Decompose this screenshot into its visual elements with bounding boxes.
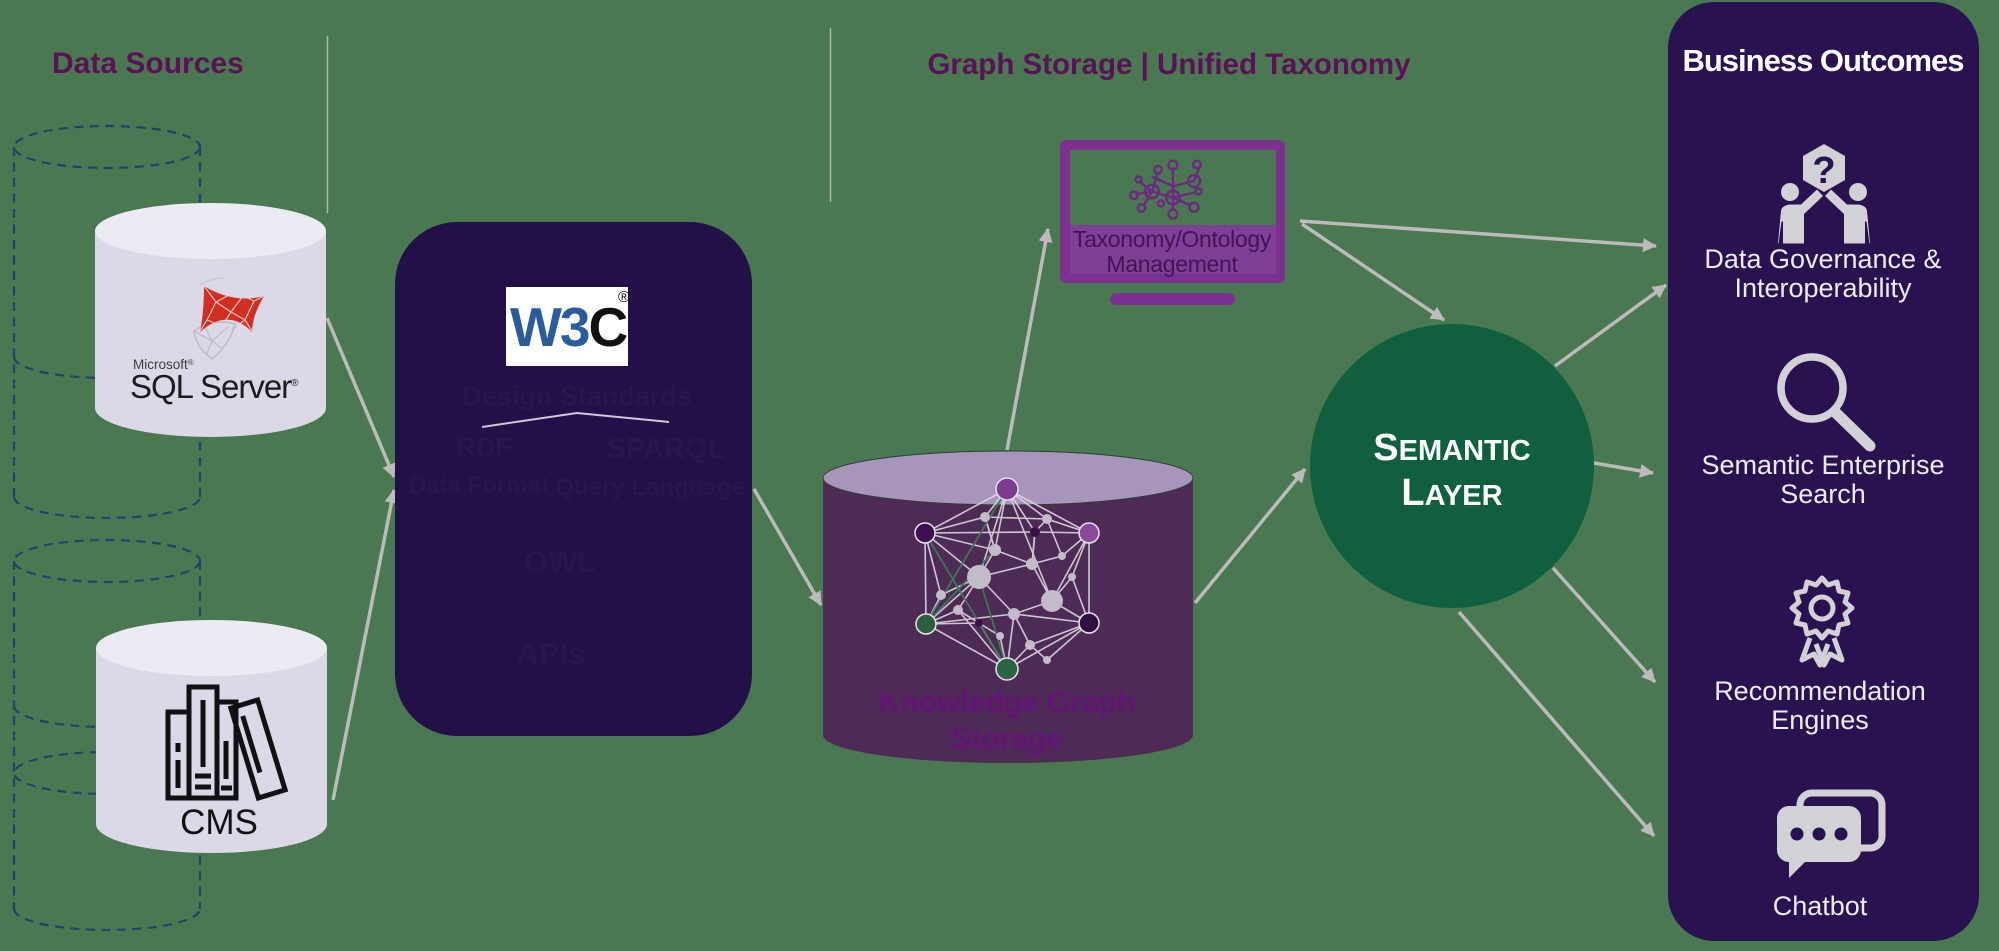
svg-text:Microsoft®: Microsoft® [133,357,194,372]
svg-text:LAYER: LAYER [1401,472,1502,514]
svg-text:SEMANTIC: SEMANTIC [1373,427,1531,469]
svg-text:Design Standards: Design Standards [462,381,692,411]
svg-text:Graph Storage | Unified Taxono: Graph Storage | Unified Taxonomy [927,48,1411,81]
svg-text:Semantic Enterprise: Semantic Enterprise [1701,450,1944,480]
svg-text:W3C: W3C [510,296,628,358]
svg-text:Data Format: Data Format [409,472,549,499]
svg-text:Engines: Engines [1771,705,1869,735]
svg-text:Storage: Storage [951,723,1063,756]
svg-text:Business Outcomes: Business Outcomes [1682,43,1963,78]
svg-text:RDF: RDF [456,432,512,462]
svg-text:SQL Server®: SQL Server® [130,368,299,405]
svg-text:Knowledge Graph: Knowledge Graph [879,686,1136,719]
svg-text:Chatbot: Chatbot [1773,891,1868,921]
svg-text:Taxonomy/Ontology: Taxonomy/Ontology [1073,226,1272,252]
svg-text:CMS: CMS [180,803,258,842]
svg-text:Data Governance &: Data Governance & [1704,244,1941,274]
svg-text:Interoperability: Interoperability [1734,273,1912,303]
svg-text:®: ® [618,289,630,306]
svg-text:Management: Management [1106,251,1238,277]
svg-text:OWL: OWL [524,544,596,579]
svg-text:SPARQL: SPARQL [607,433,726,465]
svg-text:APIs: APIs [517,636,586,671]
svg-text:?: ? [1812,150,1835,192]
svg-text:Data Sources: Data Sources [52,47,244,80]
svg-text:Query Language: Query Language [555,474,744,501]
svg-text:Search: Search [1780,479,1866,509]
svg-text:Recommendation: Recommendation [1714,676,1926,706]
